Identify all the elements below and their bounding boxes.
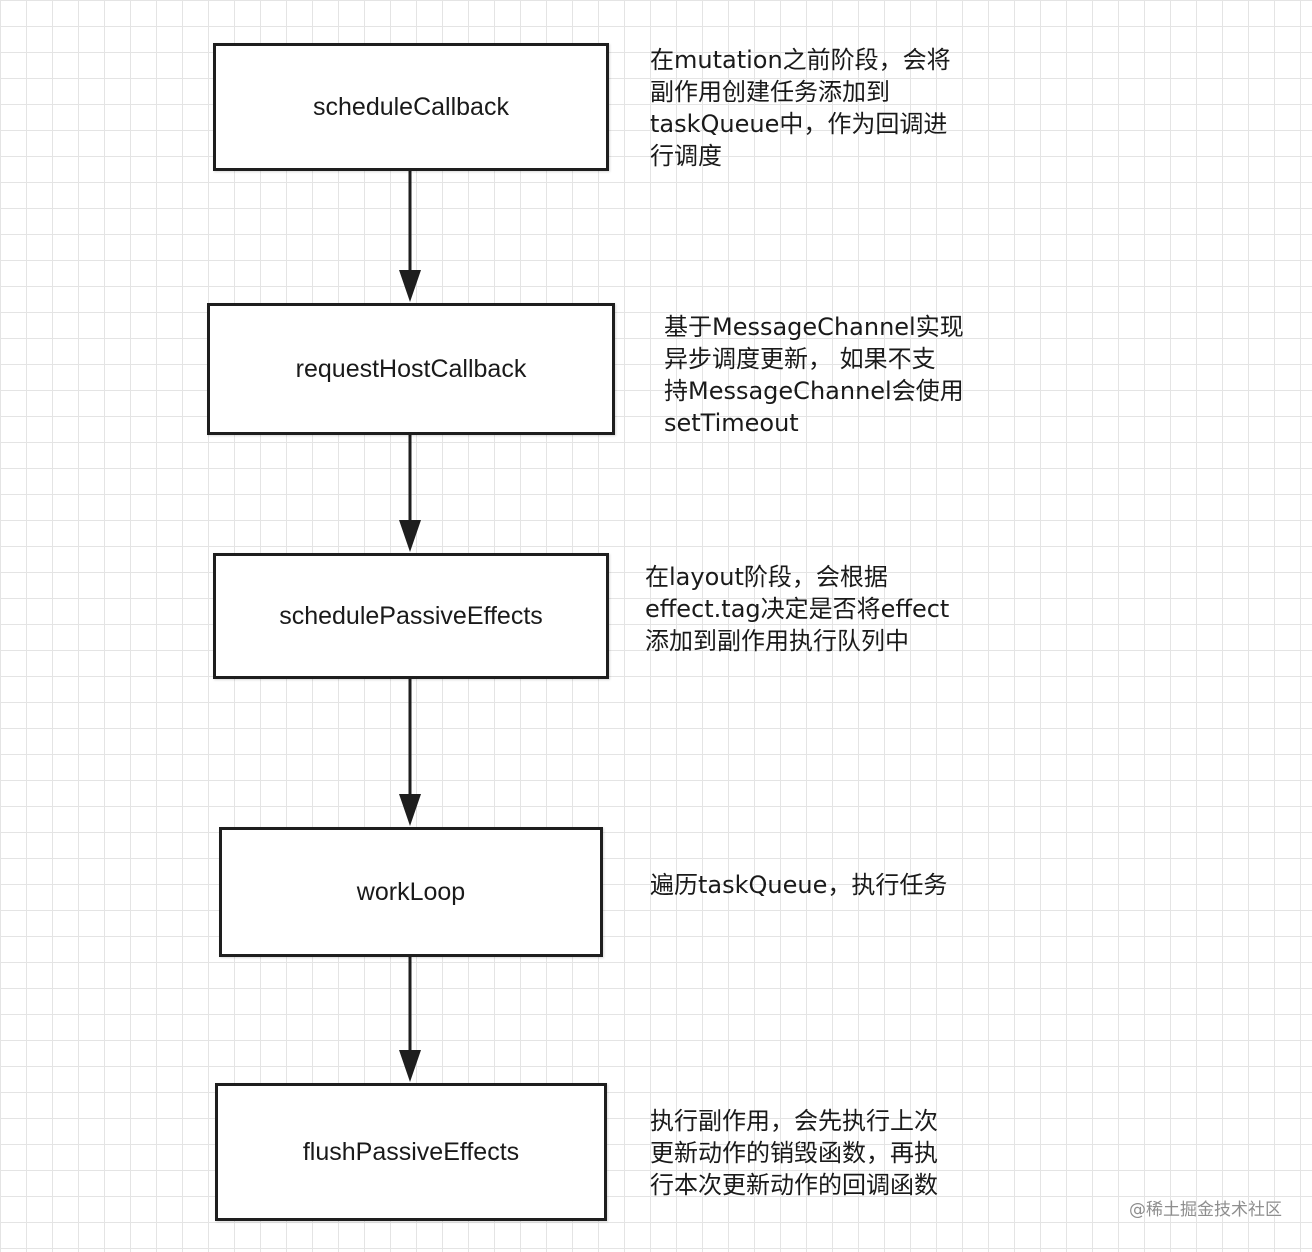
note-line: 异步调度更新， 如果不支 [664, 345, 936, 373]
node-schedule-passive-effects[interactable]: schedulePassiveEffects [213, 553, 609, 679]
node-label: workLoop [356, 877, 466, 906]
note-line: taskQueue中，作为回调进 [650, 110, 948, 138]
note-work-loop: 遍历taskQueue，执行任务 [650, 869, 947, 901]
note-line: 行调度 [650, 142, 722, 170]
note-line: setTimeout [664, 409, 799, 437]
arrow-3-to-4 [399, 678, 421, 826]
note-schedule-callback: 在mutation之前阶段，会将 副作用创建任务添加到 taskQueue中，作… [650, 44, 951, 172]
node-label: flushPassiveEffects [302, 1137, 520, 1166]
arrow-2-to-3 [399, 434, 421, 552]
node-schedule-callback[interactable]: scheduleCallback [213, 43, 609, 171]
note-line: 遍历taskQueue，执行任务 [650, 871, 948, 899]
node-label: requestHostCallback [295, 354, 527, 383]
note-line: 持MessageChannel会使用 [664, 377, 964, 405]
node-request-host-callback[interactable]: requestHostCallback [207, 303, 615, 435]
arrow-4-to-5 [399, 956, 421, 1082]
note-line: 副作用创建任务添加到 [650, 78, 890, 106]
watermark: @稀土掘金技术社区 [1129, 1200, 1282, 1220]
note-line: 在mutation之前阶段，会将 [650, 46, 951, 74]
node-label: schedulePassiveEffects [279, 601, 543, 630]
arrow-1-to-2 [399, 170, 421, 302]
note-line: 执行副作用，会先执行上次 [650, 1107, 938, 1135]
note-line: 添加到副作用执行队列中 [645, 627, 909, 655]
note-line: 基于MessageChannel实现 [664, 313, 964, 341]
note-line: effect.tag决定是否将effect [645, 595, 950, 623]
note-flush-passive-effects: 执行副作用，会先执行上次 更新动作的销毁函数，再执 行本次更新动作的回调函数 [650, 1105, 938, 1201]
note-line: 行本次更新动作的回调函数 [650, 1171, 938, 1199]
note-line: 在layout阶段，会根据 [645, 563, 888, 591]
node-flush-passive-effects[interactable]: flushPassiveEffects [215, 1083, 607, 1221]
node-label: scheduleCallback [313, 92, 509, 121]
note-request-host-callback: 基于MessageChannel实现 异步调度更新， 如果不支 持Message… [664, 311, 964, 439]
note-schedule-passive-effects: 在layout阶段，会根据 effect.tag决定是否将effect 添加到副… [645, 561, 949, 657]
node-work-loop[interactable]: workLoop [219, 827, 603, 957]
note-line: 更新动作的销毁函数，再执 [650, 1139, 938, 1167]
